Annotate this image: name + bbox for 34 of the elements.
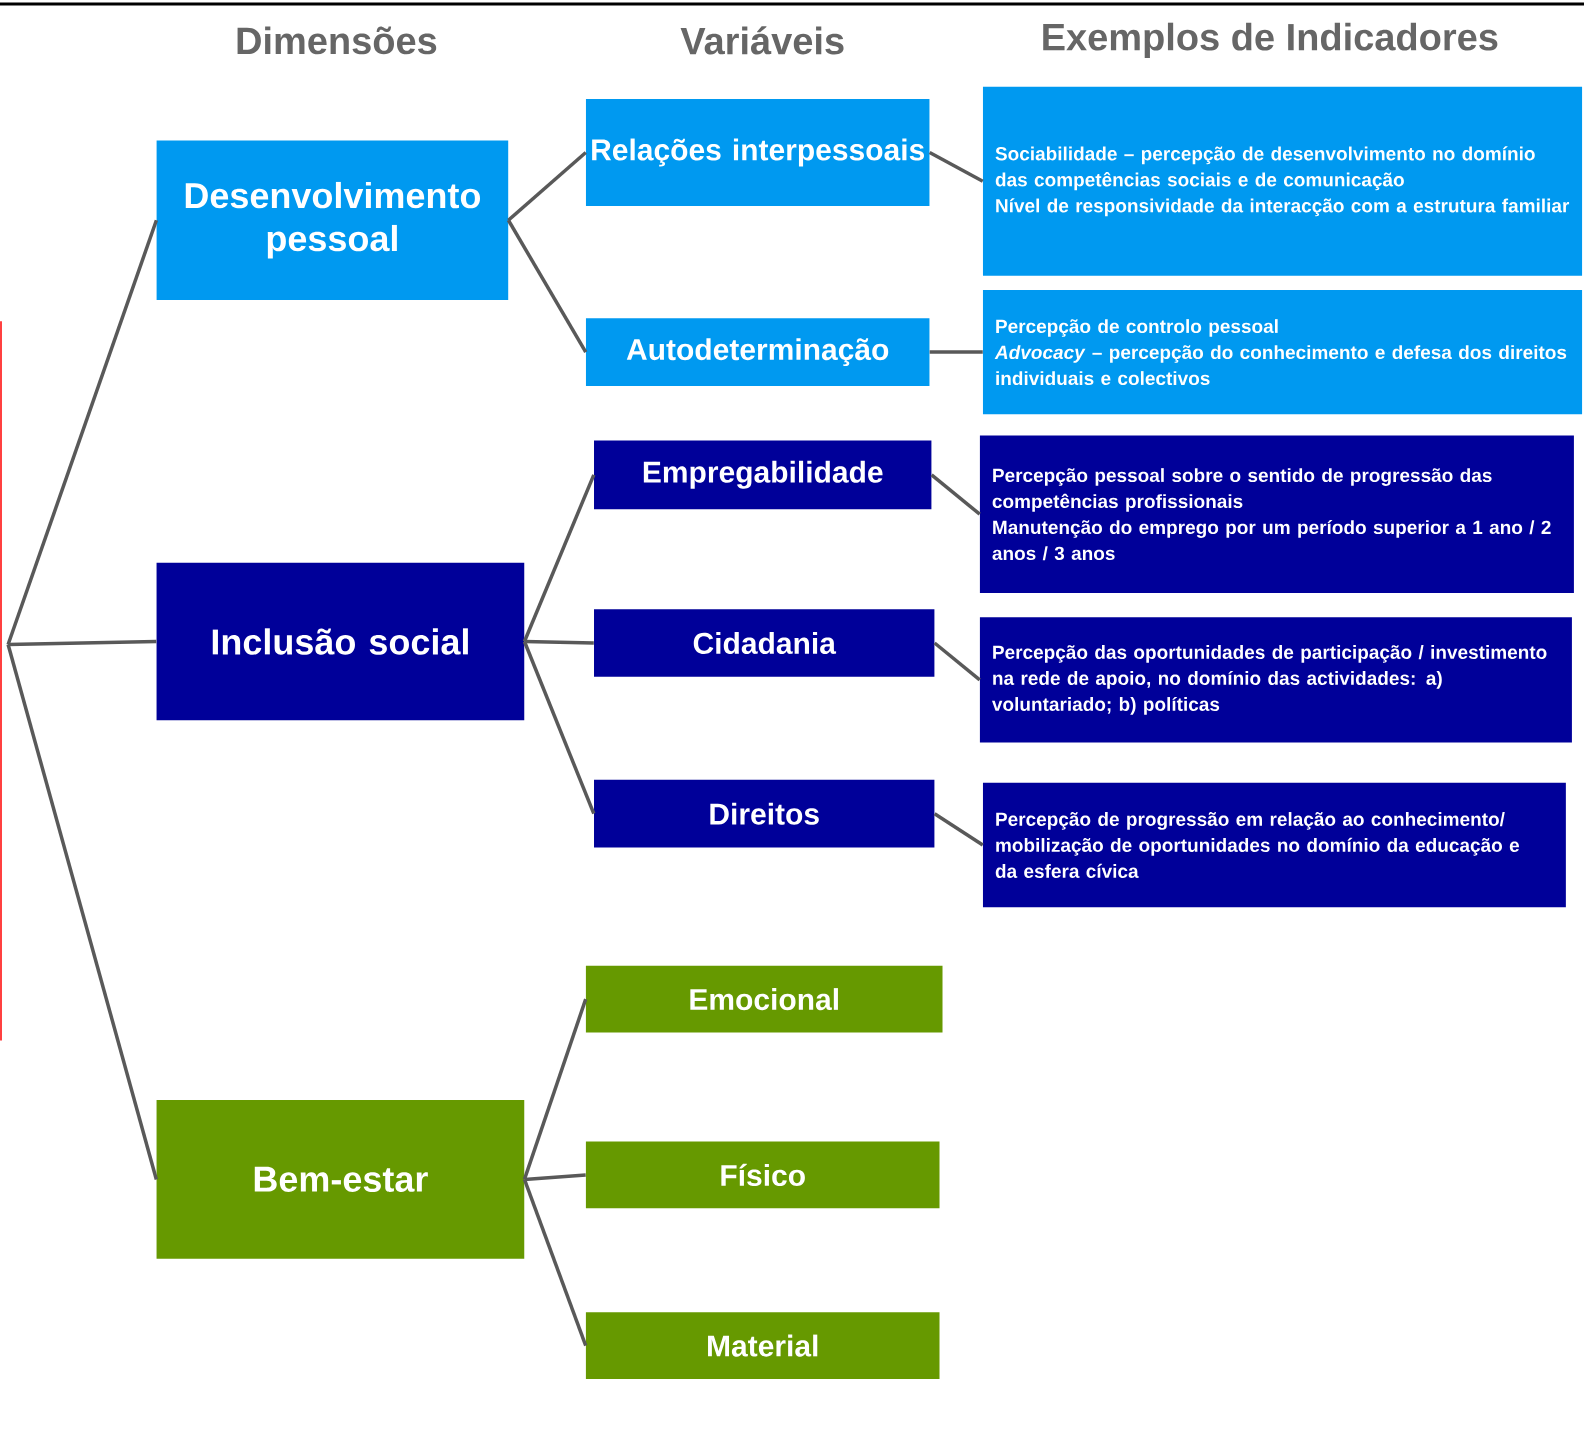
indicator-box: Percepção das oportunidades de participação / investimento na rede de apoio, no domínio das actividades: a) voluntariado; b) políticas (979, 617, 1572, 743)
connector-line (929, 350, 983, 354)
connector-line (6, 219, 159, 646)
connector-line (928, 150, 984, 183)
connector-line (524, 639, 594, 645)
column-heading: Variáveis (680, 26, 844, 55)
indicator-box: Sociabilidade – percepção de desenvolvimento no domínio das competências sociais e de comunicação Nível de responsividade da interacção com a estrutura familiar (982, 86, 1583, 276)
connector-line (6, 644, 159, 1180)
connector-line (933, 641, 981, 682)
connector-line (507, 151, 587, 222)
connector-line (522, 1178, 588, 1347)
variable-box: Físico (585, 1141, 940, 1209)
connector-line (522, 640, 596, 815)
connector-line (522, 474, 596, 643)
connector-line (933, 812, 984, 847)
connector-line (522, 998, 588, 1180)
indicator-box: Percepção pessoal sobre o sentido de progressão das competências profissionais Manutenção do emprego por um período superior a 1 ano / 2 anos / 3 anos (979, 435, 1574, 593)
indicator-box: Percepção de progressão em relação ao conhecimento/ mobilização de oportunidades no domínio da educação e da esfera cívica (982, 782, 1566, 908)
variable-box: Direitos (594, 779, 935, 848)
connector-line (506, 219, 588, 353)
variable-box: Relações interpessoais (585, 98, 930, 207)
connector-line (930, 473, 981, 516)
variable-box: Cidadania (594, 609, 935, 677)
dimension-box: Bem-estar (156, 1100, 525, 1259)
variable-box: Autodeterminação (585, 318, 930, 386)
indicator-box: Percepção de controlo pessoal Advocacy – percepção do conhecimento e defesa dos direitos individuais e colectivos (982, 289, 1583, 415)
variable-box: Emocional (585, 965, 943, 1033)
variable-box: Material (585, 1312, 940, 1379)
column-heading: Dimensões (237, 26, 437, 55)
connector-line (8, 639, 157, 647)
variable-box: Empregabilidade (594, 440, 932, 510)
connector-line (524, 1173, 586, 1182)
dimension-box: Inclusão social (156, 562, 525, 721)
dimension-box: Desenvolvimento pessoal (156, 140, 509, 300)
